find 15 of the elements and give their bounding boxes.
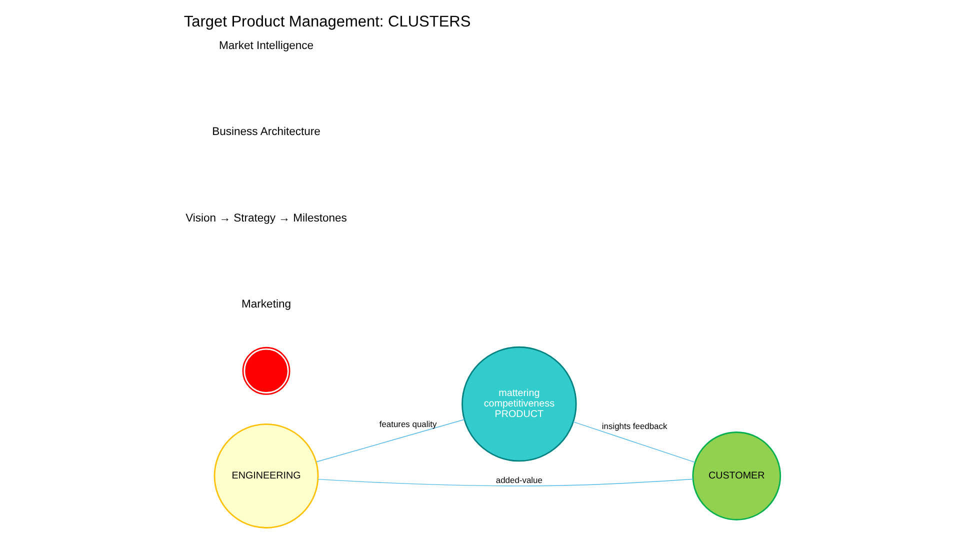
label: Marketing bbox=[241, 298, 291, 310]
node-circle: mattering competitiveness PRODUCT bbox=[461, 346, 576, 462]
label: Market Intelligence bbox=[218, 40, 314, 52]
node-circle: CUSTOMER bbox=[692, 432, 781, 520]
connector bbox=[316, 419, 464, 462]
edge-label: insights feedback bbox=[601, 421, 667, 432]
connector bbox=[572, 421, 695, 463]
node-picture bbox=[242, 346, 290, 395]
diagram-title: Target Product Management: CLUSTERS bbox=[183, 13, 470, 30]
edge-label: features quality bbox=[378, 419, 436, 430]
edge-label: added-value bbox=[495, 474, 542, 485]
connector bbox=[317, 478, 694, 486]
label: Business Architecture bbox=[212, 126, 320, 138]
label: Vision → Strategy → Milestones bbox=[185, 212, 346, 224]
node-circle: ENGINEERING bbox=[213, 424, 318, 528]
